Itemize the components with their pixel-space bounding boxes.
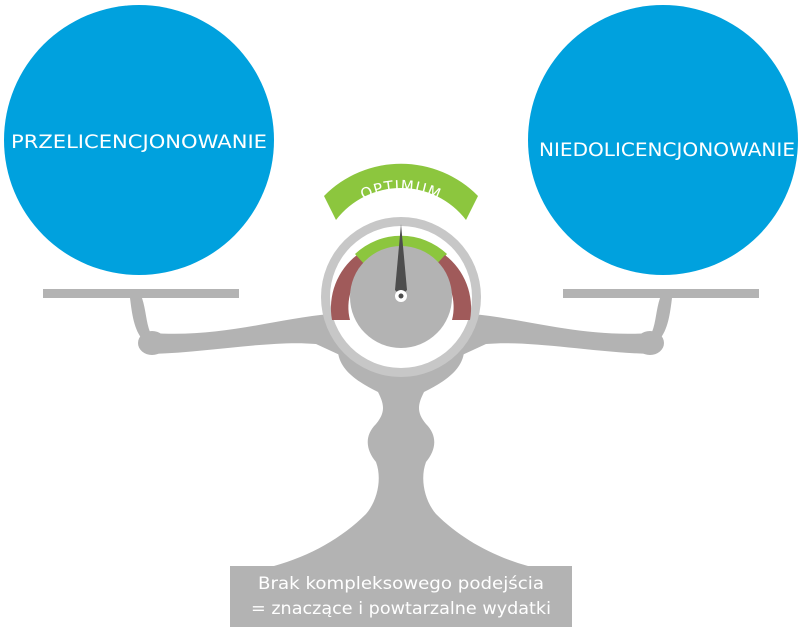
right-circle-shape (528, 5, 798, 275)
base-caption-line1: Brak kompleksowego podejścia (258, 574, 544, 594)
left-circle-label: PRZELICENCJONOWANIE (11, 132, 267, 153)
right-hanger (652, 298, 672, 340)
left-circle: PRZELICENCJONOWANIE (4, 5, 274, 275)
left-circle-shape (4, 5, 274, 275)
base-caption: Brak kompleksowego podejścia = znaczące … (251, 574, 551, 619)
scale-pillar (274, 352, 528, 600)
left-hanger (130, 298, 150, 340)
optimum-banner (324, 163, 478, 220)
right-circle-label: NIEDOLICENCJONOWANIE (539, 140, 795, 161)
base-caption-line2: = znaczące i powtarzalne wydatki (251, 599, 551, 619)
gauge-needle (395, 224, 407, 296)
scale-base (230, 566, 572, 627)
gauge: OPTIMUM (321, 163, 481, 377)
left-plate (43, 289, 239, 298)
right-circle: NIEDOLICENCJONOWANIE (528, 5, 798, 275)
right-plate (563, 289, 759, 298)
gauge-pivot-center (398, 293, 404, 299)
